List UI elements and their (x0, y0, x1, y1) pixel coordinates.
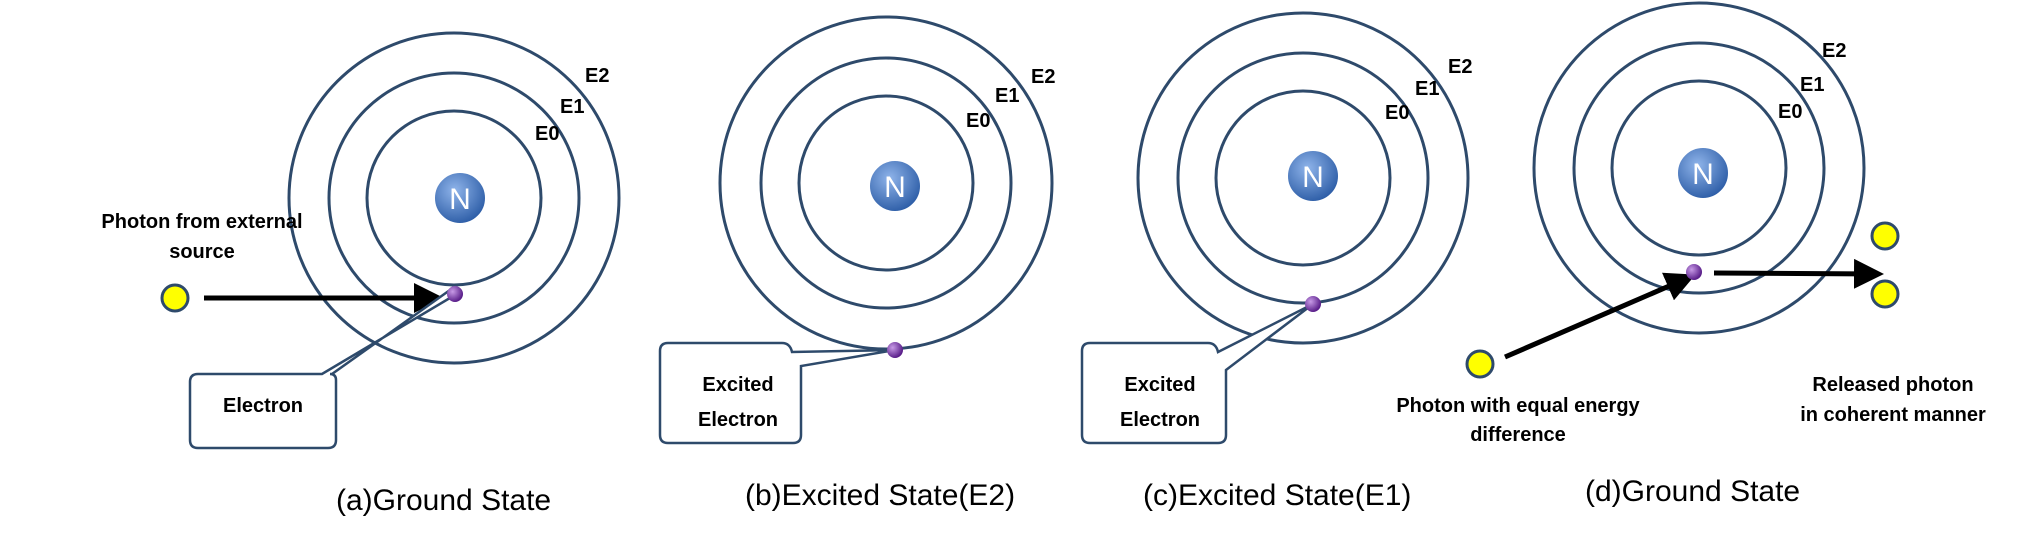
level-label-e2: E2 (585, 65, 609, 87)
caption: (d)Ground State (1585, 475, 1800, 508)
emitted-photon-arrow (1713, 258, 1884, 289)
panel-b: N E0 E1 E2 Excited Electron (b)Excited S… (658, 15, 1055, 512)
orbit-e2 (1136, 11, 1470, 345)
released-photon-1 (1870, 221, 1900, 251)
callout-text-line-2: Electron (1120, 409, 1200, 431)
level-label-e1: E1 (1415, 78, 1439, 100)
level-label-e1: E1 (560, 96, 584, 118)
nucleus-label: N (1692, 158, 1714, 191)
caption: (a)Ground State (336, 484, 551, 517)
panel-c: N E0 E1 E2 Excited Electron (c)Excited S… (1080, 11, 1472, 512)
callout-text-line-2: Electron (698, 409, 778, 431)
orbit-e1 (759, 56, 1013, 310)
callout-box (658, 341, 896, 445)
callout-text-line-1: Excited (702, 374, 773, 396)
orbit-e1 (1572, 41, 1826, 295)
level-label-e0: E0 (966, 110, 990, 132)
electron (447, 286, 463, 302)
nucleus (868, 159, 922, 213)
callout-text-line-1: Excited (1124, 374, 1195, 396)
caption: (b)Excited State(E2) (745, 479, 1015, 512)
orbit-e1 (1176, 51, 1430, 305)
nucleus (1286, 149, 1340, 203)
level-label-e0: E0 (535, 123, 559, 145)
orbit-e0 (1610, 79, 1788, 257)
electron (1305, 296, 1321, 312)
orbit-e0 (365, 109, 543, 287)
photon-label-line-1: Photon from external (101, 211, 302, 233)
orbit-e1 (327, 71, 581, 325)
level-label-e0: E0 (1778, 101, 1802, 123)
level-label-e2: E2 (1448, 56, 1472, 78)
callout-box (1080, 302, 1314, 445)
electron (1686, 264, 1702, 280)
caption: (c)Excited State(E1) (1143, 479, 1411, 512)
level-label-e2: E2 (1031, 66, 1055, 88)
nucleus-label: N (884, 171, 906, 204)
level-label-e2: E2 (1822, 40, 1846, 62)
level-label-e1: E1 (1800, 74, 1824, 96)
released-photon-2 (1870, 279, 1900, 309)
level-label-e1: E1 (995, 85, 1019, 107)
incoming-photon (1465, 349, 1495, 379)
callout-text: Electron (223, 395, 303, 417)
panel-a: N E0 E1 E2 Photon from external source E… (101, 31, 621, 517)
incoming-photon-arrow (1504, 272, 1696, 360)
photon-label-line-1: Photon with equal energy (1396, 395, 1640, 417)
panel-d: N E0 E1 E2 Photon with equal energy diff… (1396, 1, 1986, 508)
orbit-e2 (287, 31, 621, 365)
incoming-photon (160, 283, 190, 313)
callout-box (188, 288, 458, 450)
photon-label-line-2: source (169, 241, 235, 263)
level-label-e0: E0 (1385, 102, 1409, 124)
nucleus (433, 171, 487, 225)
electron (887, 342, 903, 358)
orbit-e0 (1214, 89, 1392, 267)
released-label-line-1: Released photon (1812, 374, 1973, 396)
orbit-e2 (1532, 1, 1866, 335)
orbit-e0 (797, 94, 975, 272)
released-label-line-2: in coherent manner (1800, 404, 1986, 426)
nucleus-label: N (1302, 161, 1324, 194)
photon-label-line-2: difference (1470, 424, 1566, 446)
nucleus (1676, 146, 1730, 200)
nucleus-label: N (449, 183, 471, 216)
